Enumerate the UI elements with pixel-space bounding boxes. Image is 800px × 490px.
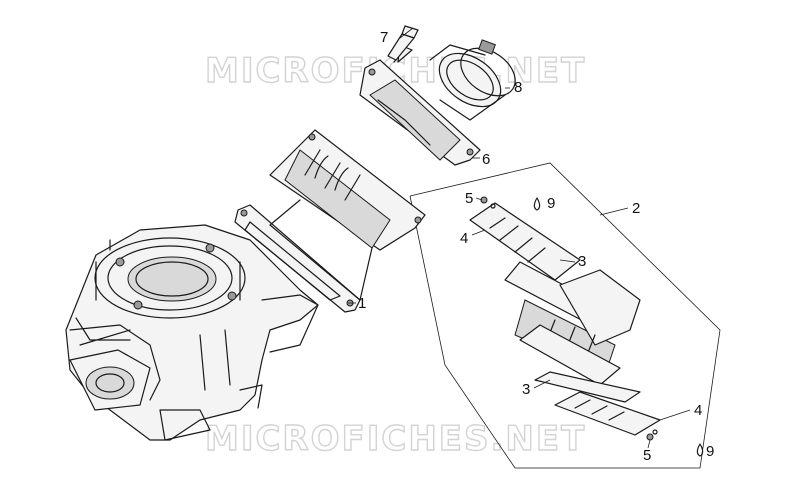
callout-9-lower: 9 [706, 443, 714, 460]
intake-manifold [359, 59, 481, 166]
leader-3-lower [533, 379, 551, 389]
callout-6: 6 [482, 151, 490, 168]
callout-8: 8 [514, 79, 522, 96]
callout-3-upper: 3 [578, 253, 586, 270]
watermark-bottom: MICROFICHES.NET [205, 419, 586, 459]
gasket-left [234, 204, 361, 313]
bolt [387, 25, 419, 63]
reed-cage-kit [504, 261, 641, 386]
kit-group-outline [409, 162, 721, 469]
leader-7 [399, 27, 414, 39]
callout-1: 1 [358, 295, 366, 312]
hose-clamp [429, 39, 516, 121]
callout-7: 7 [380, 29, 388, 46]
leader-5-upper [475, 197, 483, 201]
callout-4-upper: 4 [460, 230, 468, 247]
leader-4-lower [659, 409, 691, 421]
callout-2: 2 [632, 200, 640, 217]
leader-2 [599, 207, 629, 216]
sealant-drop-lower-icon [696, 443, 704, 457]
leader-4-upper [471, 229, 486, 236]
reed-petal-plate-upper [469, 196, 581, 281]
callout-4-lower: 4 [694, 402, 702, 419]
leader-3-upper [559, 259, 576, 263]
callout-5-upper: 5 [465, 190, 473, 207]
leader-5-lower [647, 439, 651, 449]
reed-valve-block-center [269, 129, 426, 301]
reed-petal-lower [534, 371, 641, 403]
callout-9-upper: 9 [547, 195, 555, 212]
cylinder-assembly [65, 224, 319, 441]
sealant-drop-upper-icon [533, 197, 541, 211]
callout-3-lower: 3 [522, 381, 530, 398]
callout-5-lower: 5 [643, 447, 651, 464]
